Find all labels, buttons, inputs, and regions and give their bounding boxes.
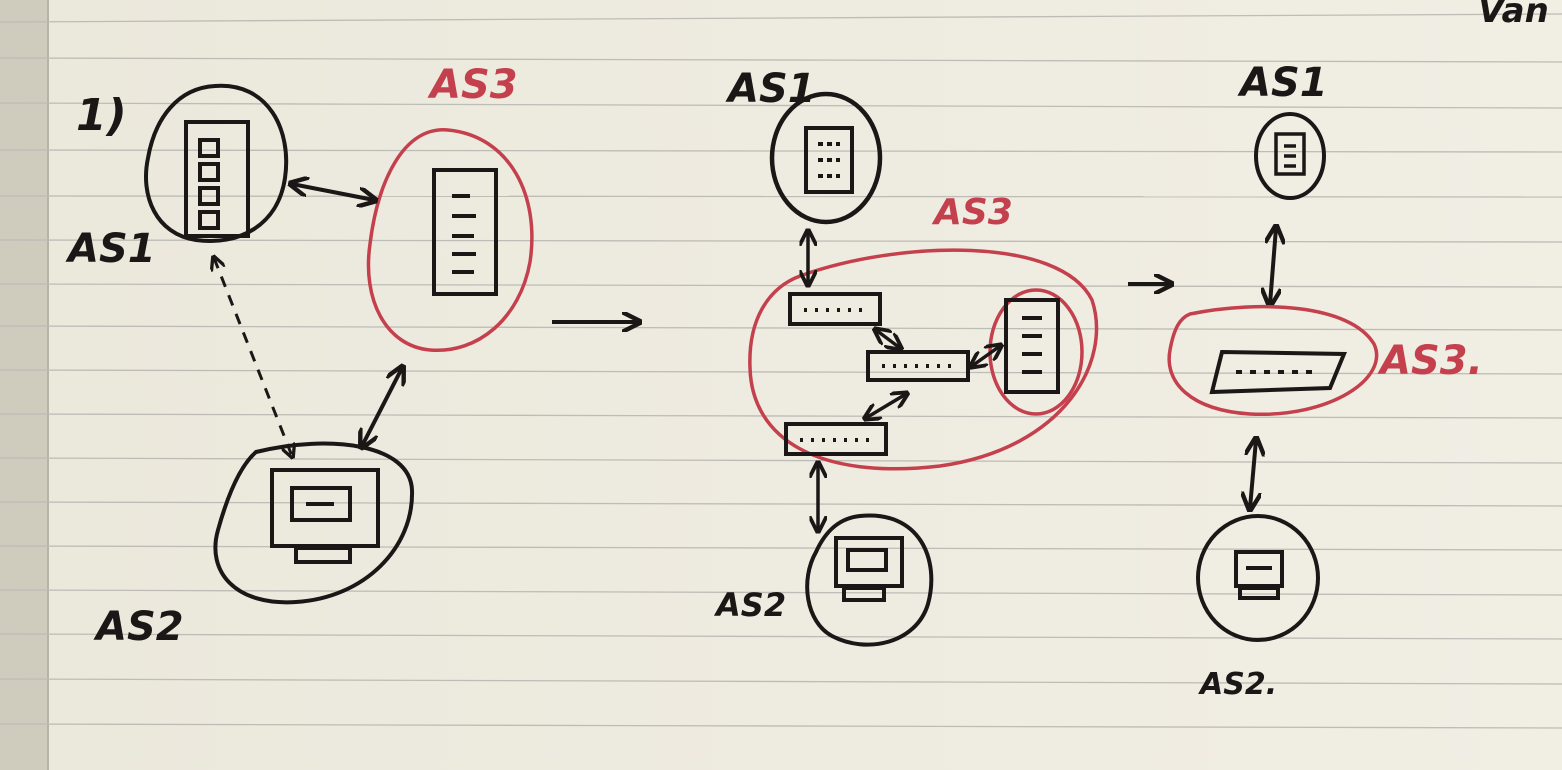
- as2-circle: [213, 441, 415, 605]
- panel2-links: [808, 232, 1000, 530]
- as2-monitor-icon: [834, 536, 904, 602]
- as1-circle: [144, 83, 289, 243]
- as3-region: [748, 248, 1099, 471]
- as3-label: AS3.: [1377, 338, 1483, 384]
- corner-text: Van: [1478, 0, 1549, 31]
- as3-as2-link: [362, 368, 402, 446]
- as1-server-icon: [1274, 132, 1306, 176]
- as3-server-icon: [432, 168, 498, 296]
- as1-label: AS1: [1237, 60, 1328, 106]
- as1-as3-link: [1270, 228, 1276, 304]
- router-icon: [1209, 349, 1347, 395]
- router-bottom: [784, 422, 888, 456]
- as1-label: AS1: [725, 66, 816, 112]
- as1-circle: [1254, 112, 1326, 200]
- panel-1: 1) AS1 AS3: [65, 62, 534, 650]
- as2-circle: [1196, 514, 1320, 642]
- router-top: [788, 292, 882, 326]
- as2-monitor-icon: [1234, 550, 1284, 600]
- panel-3: AS1 AS3. AS2.: [1167, 60, 1483, 702]
- as1-as3-link: [292, 184, 374, 200]
- as3-ellipse: [1167, 304, 1379, 416]
- as1-circle: [769, 91, 883, 225]
- as1-label: AS1: [65, 226, 156, 272]
- notebook-binding-shadow: [0, 0, 48, 770]
- as1-as2-dashed-link: [214, 258, 292, 456]
- as2-label: AS2: [93, 604, 184, 650]
- as3-label: AS3: [427, 62, 518, 108]
- panel-2: AS1 AS3: [713, 66, 1099, 647]
- as3-label: AS3: [931, 192, 1013, 233]
- step-label: 1): [76, 90, 127, 141]
- as3-circle: [366, 128, 534, 352]
- as3-as2-link: [1250, 440, 1256, 508]
- as2-monitor-icon: [270, 468, 380, 564]
- as2-circle: [805, 513, 934, 647]
- as1-server-icon: [184, 120, 250, 238]
- as2-label: AS2: [713, 586, 786, 624]
- as2-label: AS2.: [1198, 667, 1277, 702]
- as1-server-icon: [804, 126, 854, 194]
